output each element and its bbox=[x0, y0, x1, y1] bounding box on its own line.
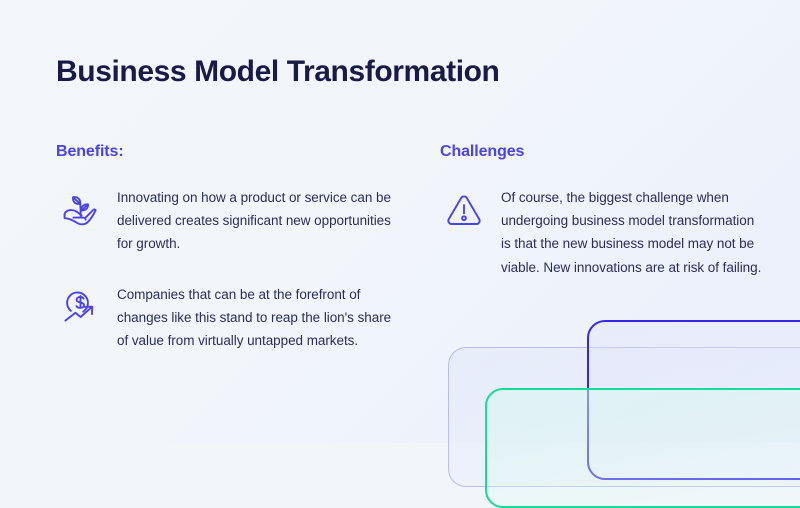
plant-in-hand-icon bbox=[56, 185, 104, 233]
benefit-item-1: Innovating on how a product or service c… bbox=[56, 185, 401, 256]
challenge-item-1-text: Of course, the biggest challenge when un… bbox=[501, 190, 762, 275]
warning-triangle-icon bbox=[440, 185, 488, 233]
benefits-column: Benefits: bbox=[56, 143, 401, 378]
dollar-growth-chart-icon bbox=[56, 282, 104, 330]
challenges-column: Challenges Of course, the biggest challe… bbox=[440, 143, 770, 305]
benefit-item-2: Companies that can be at the forefront o… bbox=[56, 282, 401, 353]
challenge-item-1: Of course, the biggest challenge when un… bbox=[440, 185, 770, 279]
benefit-item-1-text: Innovating on how a product or service c… bbox=[117, 190, 391, 252]
benefit-item-2-text: Companies that can be at the forefront o… bbox=[117, 286, 392, 349]
benefits-heading: Benefits: bbox=[56, 143, 124, 160]
challenges-heading: Challenges bbox=[440, 143, 525, 160]
slide-content: Business Model Transformation Benefits: bbox=[56, 55, 770, 378]
page-title: Business Model Transformation bbox=[56, 55, 500, 88]
